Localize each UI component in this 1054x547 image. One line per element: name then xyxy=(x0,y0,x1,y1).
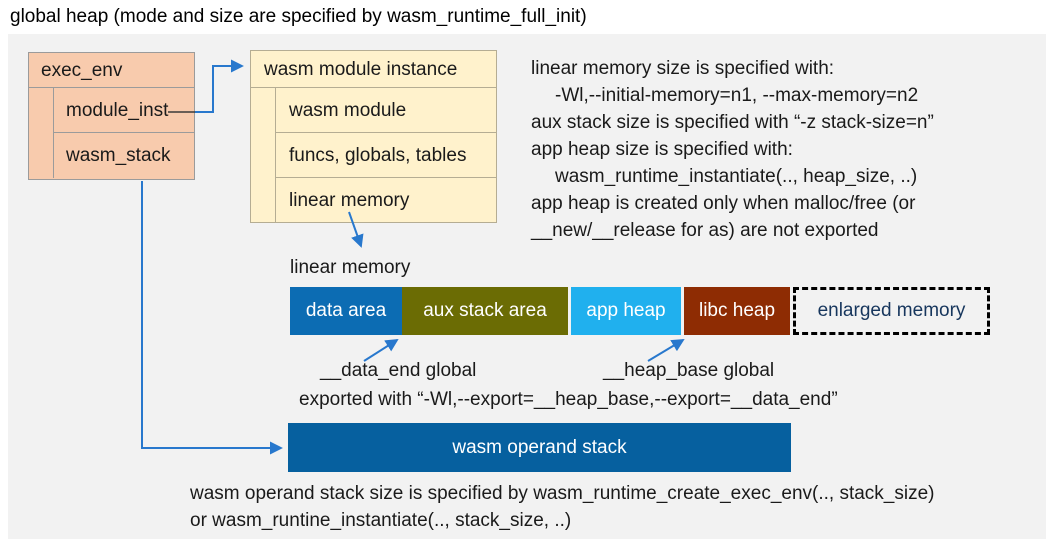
note-line: or wasm_runtine_instantiate(.., stack_si… xyxy=(190,510,572,531)
note-line: linear memory size is specified with: xyxy=(531,58,835,79)
wasm-operand-stack-bar: wasm operand stack xyxy=(288,423,791,472)
note-line: wasm operand stack size is specified by … xyxy=(190,483,935,504)
data-end-global-label: __data_end global xyxy=(320,360,477,381)
module-instance-field-linear-memory: linear memory xyxy=(275,178,496,223)
note-line: app heap is created only when malloc/fre… xyxy=(531,193,916,214)
segment-aux-stack-area: aux stack area xyxy=(402,287,568,335)
module-instance-title: wasm module instance xyxy=(251,51,496,88)
note-line: -Wl,--initial-memory=n1, --max-memory=n2 xyxy=(555,85,919,106)
linear-memory-label: linear memory xyxy=(290,257,411,278)
note-line: __new/__release for as) are not exported xyxy=(531,220,879,241)
diagram-title: global heap (mode and size are specified… xyxy=(10,6,587,27)
operand-stack-notes: wasm operand stack size is specified by … xyxy=(190,480,935,534)
module-instance-field-funcs-globals-tables: funcs, globals, tables xyxy=(275,133,496,178)
segment-libc-heap: libc heap xyxy=(684,287,790,335)
exec-env-field-wasm-stack: wasm_stack xyxy=(53,133,194,178)
note-line: wasm_runtime_instantiate(.., heap_size, … xyxy=(555,166,918,187)
note-line: aux stack size is specified with “-z sta… xyxy=(531,112,934,133)
memory-size-notes: linear memory size is specified with: -W… xyxy=(531,55,934,244)
exec-env-title: exec_env xyxy=(29,53,194,88)
module-instance-field-wasm-module: wasm module xyxy=(275,88,496,133)
heap-base-global-label: __heap_base global xyxy=(603,360,775,381)
export-note-label: exported with “-Wl,--export=__heap_base,… xyxy=(299,389,838,410)
segment-enlarged-memory: enlarged memory xyxy=(793,287,990,335)
note-line: app heap size is specified with: xyxy=(531,139,793,160)
segment-app-heap: app heap xyxy=(571,287,681,335)
module-instance-box: wasm module instance wasm module funcs, … xyxy=(250,50,497,223)
segment-data-area: data area xyxy=(290,287,402,335)
exec-env-box: exec_env module_inst wasm_stack xyxy=(28,52,195,180)
exec-env-field-module-inst: module_inst xyxy=(53,88,194,133)
